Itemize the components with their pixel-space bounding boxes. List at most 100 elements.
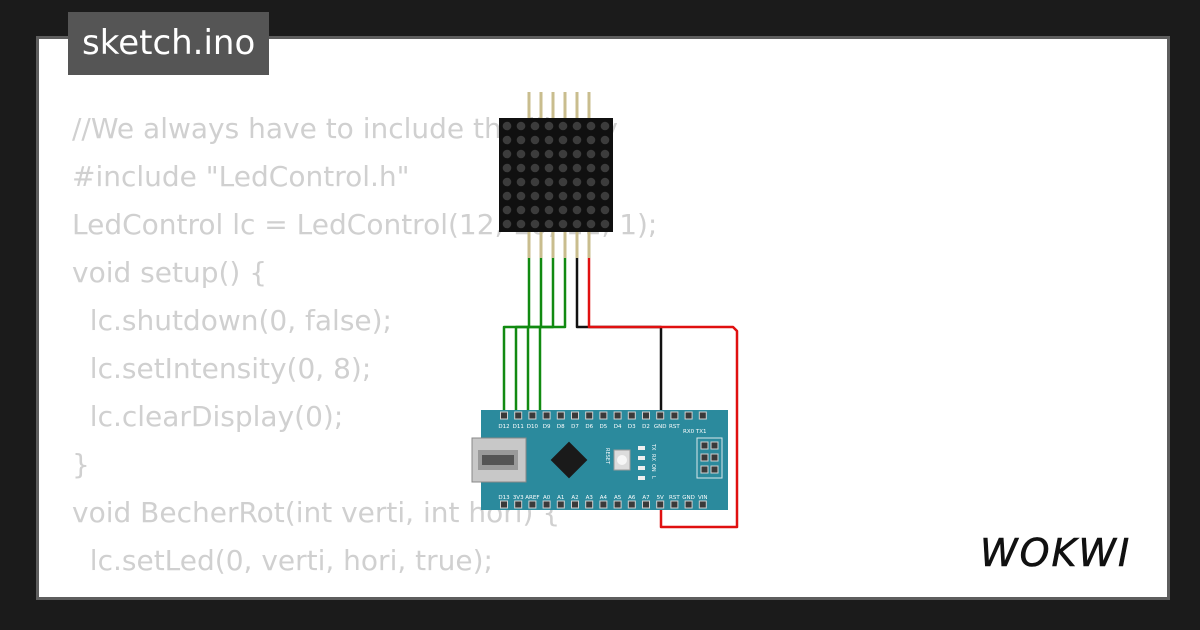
led-label-l: L bbox=[650, 476, 656, 479]
pin-label-top: D10 bbox=[527, 424, 539, 430]
matrix-led bbox=[558, 177, 568, 187]
matrix-top-pins bbox=[527, 92, 591, 118]
matrix-led bbox=[600, 135, 610, 145]
matrix-led bbox=[558, 191, 568, 201]
pin-label-top: D3 bbox=[628, 424, 636, 430]
led-matrix-dots bbox=[502, 121, 610, 229]
matrix-led bbox=[516, 121, 526, 131]
header-pin bbox=[500, 411, 508, 420]
header-pin bbox=[627, 500, 636, 509]
wires bbox=[502, 258, 739, 529]
file-tab[interactable]: sketch.ino bbox=[68, 12, 270, 75]
header-pin bbox=[684, 411, 693, 420]
icsp-pin bbox=[700, 453, 709, 462]
matrix-led bbox=[572, 163, 582, 173]
matrix-led bbox=[544, 121, 554, 131]
header-pin bbox=[599, 411, 608, 420]
matrix-led bbox=[516, 219, 526, 229]
pin-label-top: GND bbox=[654, 424, 667, 430]
matrix-led bbox=[516, 205, 526, 215]
matrix-led bbox=[516, 191, 526, 201]
pin-label-bottom: A6 bbox=[628, 495, 636, 501]
matrix-led bbox=[600, 205, 610, 215]
header-pin bbox=[571, 411, 579, 420]
led-label-tx: TX bbox=[650, 443, 656, 451]
pin-label-bottom: RST bbox=[669, 495, 680, 501]
led-l bbox=[638, 476, 645, 480]
code-line: void setup() { bbox=[72, 256, 268, 289]
pin-label-bottom: D13 bbox=[498, 495, 510, 501]
header-pin bbox=[698, 411, 707, 420]
matrix-led bbox=[600, 163, 610, 173]
matrix-led bbox=[600, 191, 610, 201]
pin-label-top: D9 bbox=[543, 424, 551, 430]
matrix-led bbox=[558, 163, 568, 173]
matrix-led bbox=[544, 205, 554, 215]
icsp-pin bbox=[710, 441, 719, 450]
led-label-rx: RX bbox=[650, 454, 656, 461]
pin-label-bottom: A2 bbox=[571, 495, 578, 501]
matrix-led bbox=[586, 205, 596, 215]
header-pin bbox=[556, 500, 565, 509]
matrix-led bbox=[586, 219, 596, 229]
pin-label-top: D6 bbox=[585, 424, 593, 430]
matrix-led bbox=[544, 149, 554, 159]
header-pin bbox=[571, 500, 579, 509]
pin-label-bottom: 5V bbox=[657, 495, 664, 501]
matrix-led bbox=[558, 205, 568, 215]
matrix-led bbox=[516, 149, 526, 159]
header-pin bbox=[670, 500, 679, 509]
pin-label-top: D2 bbox=[642, 424, 650, 430]
header-pin bbox=[528, 411, 537, 420]
pin-label-bottom: A4 bbox=[600, 495, 608, 501]
pin-label-bottom: A3 bbox=[586, 495, 594, 501]
wokwi-logo-text: WOKWI bbox=[980, 531, 1131, 575]
matrix-led bbox=[600, 219, 610, 229]
pin-label-top: D12 bbox=[498, 424, 509, 430]
header-pin bbox=[585, 500, 594, 509]
matrix-led bbox=[586, 149, 596, 159]
matrix-led bbox=[544, 177, 554, 187]
header-pin bbox=[542, 411, 551, 420]
header-pin bbox=[698, 500, 707, 509]
matrix-led bbox=[558, 135, 568, 145]
header-pin bbox=[500, 500, 508, 509]
matrix-led bbox=[586, 121, 596, 131]
header-pin bbox=[585, 411, 594, 420]
pin-label-top: D5 bbox=[600, 424, 608, 430]
led-label-on: ON bbox=[650, 464, 656, 472]
icsp-pin bbox=[700, 465, 709, 474]
matrix-led bbox=[530, 191, 540, 201]
microcontroller-chip bbox=[550, 441, 588, 479]
matrix-led bbox=[516, 163, 526, 173]
header-pin bbox=[613, 411, 622, 420]
wire-green-4[interactable] bbox=[538, 258, 567, 416]
pin-label-top: D7 bbox=[571, 424, 579, 430]
pin-label-bottom: GND bbox=[682, 495, 695, 501]
matrix-led bbox=[502, 135, 512, 145]
pin-label-bottom: A0 bbox=[543, 495, 551, 501]
matrix-led bbox=[544, 191, 554, 201]
matrix-led bbox=[572, 149, 582, 159]
icsp-pin bbox=[700, 441, 709, 450]
matrix-led bbox=[600, 177, 610, 187]
header-pin bbox=[599, 500, 608, 509]
matrix-led bbox=[572, 191, 582, 201]
matrix-led bbox=[572, 135, 582, 145]
led-rx bbox=[638, 456, 645, 460]
header-pin bbox=[642, 411, 650, 420]
matrix-led bbox=[502, 163, 512, 173]
header-pin bbox=[528, 500, 537, 509]
matrix-led bbox=[586, 135, 596, 145]
pin-label-top: RST bbox=[669, 424, 680, 430]
header-pin bbox=[656, 500, 665, 509]
matrix-led bbox=[572, 205, 582, 215]
matrix-led bbox=[502, 121, 512, 131]
pin-label-bottom: VIN bbox=[698, 495, 708, 501]
wire-red-5v[interactable] bbox=[587, 258, 739, 529]
header-pin bbox=[613, 500, 622, 509]
pin-label-bottom: A1 bbox=[557, 495, 564, 501]
led-matrix[interactable] bbox=[499, 118, 613, 232]
